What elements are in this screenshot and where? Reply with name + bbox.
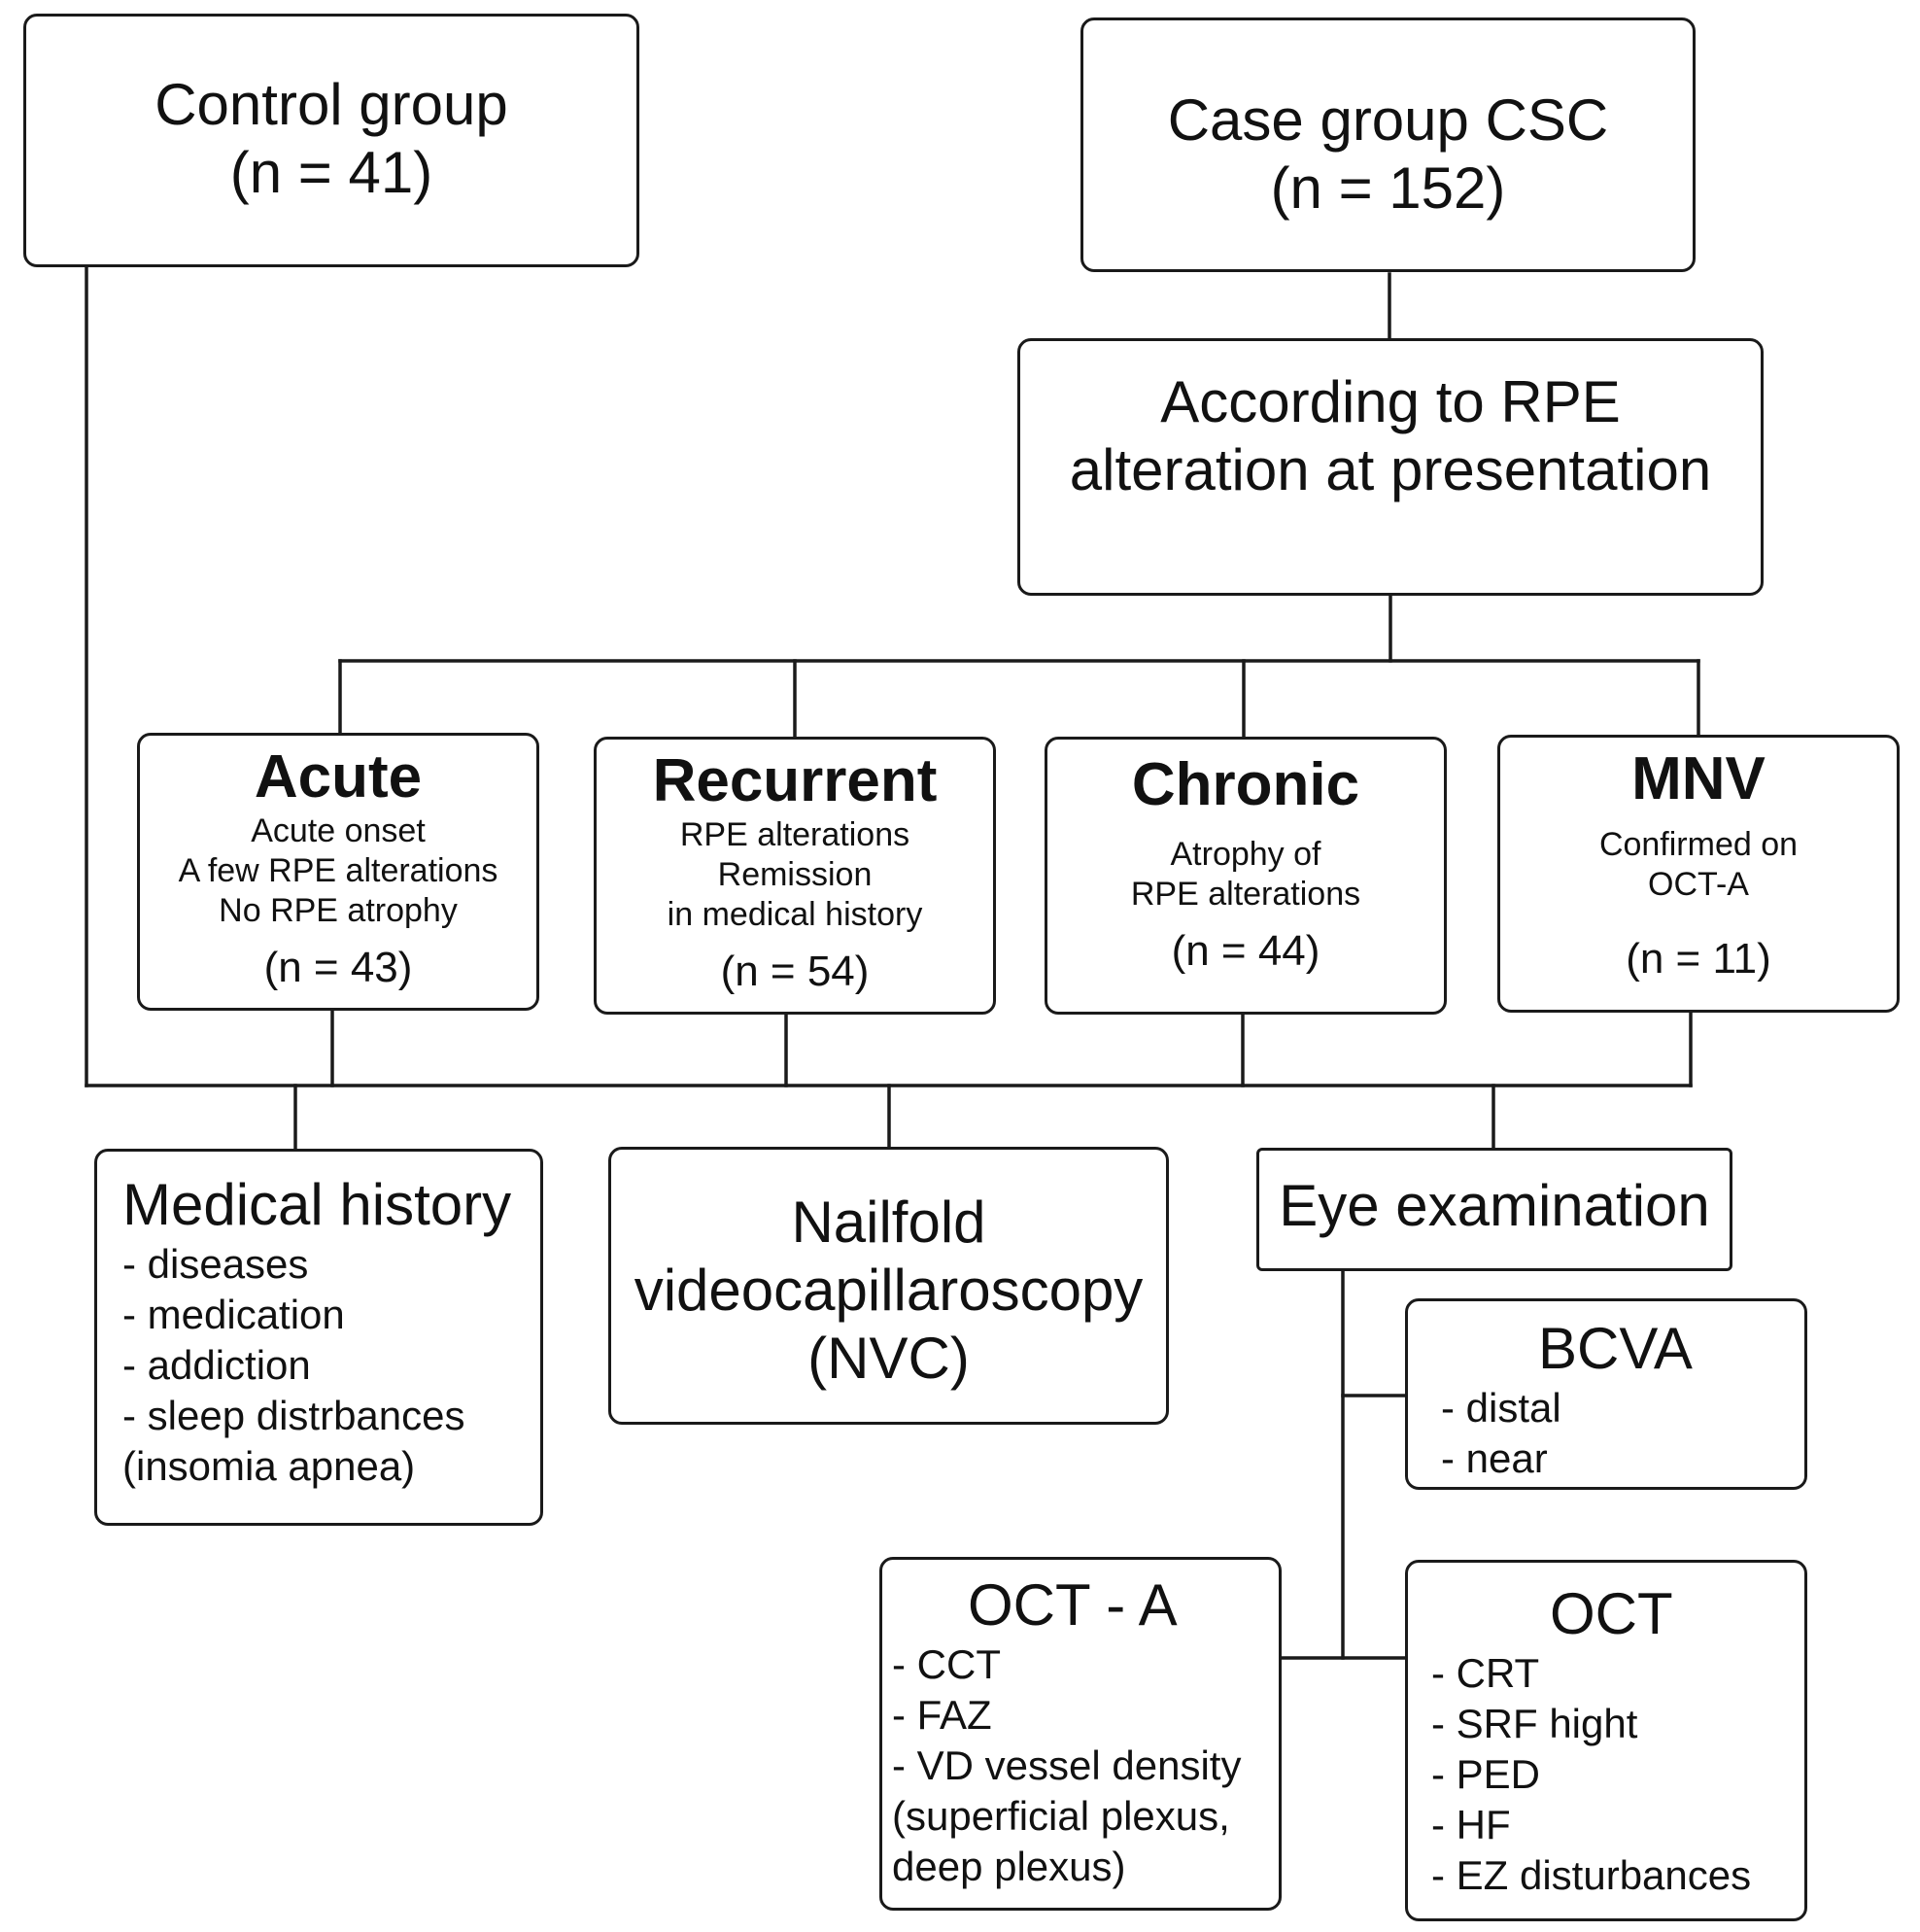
category-mnv-desc: OCT-A bbox=[1648, 866, 1749, 903]
category-recurrent-desc: in medical history bbox=[667, 896, 923, 933]
bcva-box: BCVA - distal - near bbox=[1405, 1298, 1807, 1490]
category-acute-box: Acute Acute onset A few RPE alterations … bbox=[137, 733, 539, 1011]
category-recurrent-desc: Remission bbox=[717, 856, 873, 893]
category-chronic-desc: RPE alterations bbox=[1130, 876, 1361, 913]
classification-box: According to RPE alteration at presentat… bbox=[1017, 338, 1764, 596]
nvc-line-1: Nailfold bbox=[791, 1190, 986, 1255]
oct-a-item: - VD vessel density bbox=[892, 1742, 1242, 1788]
category-mnv-desc: Confirmed on bbox=[1598, 826, 1799, 863]
oct-item: - HF bbox=[1431, 1802, 1511, 1847]
medical-history-list: - diseases - medication - addiction - sl… bbox=[122, 1239, 540, 1492]
classification-line-2: alteration at presentation bbox=[1069, 437, 1712, 502]
case-group-title: Case group CSC bbox=[1167, 87, 1609, 153]
category-chronic-desc: Atrophy of bbox=[1170, 836, 1321, 873]
oct-a-item: deep plexus) bbox=[892, 1844, 1126, 1889]
medical-history-box: Medical history - diseases - medication … bbox=[94, 1149, 543, 1526]
oct-a-title: OCT - A bbox=[968, 1572, 1178, 1638]
oct-a-item: - FAZ bbox=[892, 1692, 992, 1738]
oct-item: - CRT bbox=[1431, 1650, 1540, 1696]
classification-line-1: According to RPE bbox=[1160, 369, 1621, 434]
nvc-line-3: (NVC) bbox=[807, 1326, 970, 1391]
eye-examination-title: Eye examination bbox=[1279, 1173, 1710, 1238]
category-recurrent-desc: RPE alterations bbox=[679, 816, 910, 853]
category-chronic-count: (n = 44) bbox=[1171, 927, 1320, 975]
oct-a-item: - CCT bbox=[892, 1641, 1001, 1687]
category-acute-desc: A few RPE alterations bbox=[178, 852, 498, 889]
category-recurrent-title: Recurrent bbox=[652, 747, 938, 814]
bcva-title: BCVA bbox=[1538, 1316, 1693, 1381]
control-group-count: (n = 41) bbox=[229, 140, 433, 205]
category-acute-desc: Acute onset bbox=[251, 812, 426, 849]
category-chronic-title: Chronic bbox=[1131, 751, 1360, 818]
bcva-item: - distal bbox=[1441, 1385, 1561, 1431]
oct-title: OCT bbox=[1550, 1581, 1673, 1646]
oct-item: - PED bbox=[1431, 1751, 1541, 1797]
oct-a-item: (superficial plexus, bbox=[892, 1793, 1230, 1839]
case-group-count: (n = 152) bbox=[1270, 155, 1506, 221]
medical-history-item: (insomia apnea) bbox=[122, 1443, 416, 1489]
oct-item: - SRF hight bbox=[1431, 1701, 1638, 1746]
category-chronic-box: Chronic Atrophy of RPE alterations (n = … bbox=[1045, 737, 1447, 1015]
category-mnv-box: MNV Confirmed on OCT-A (n = 11) bbox=[1497, 735, 1900, 1013]
category-mnv-title: MNV bbox=[1631, 745, 1766, 812]
case-group-box: Case group CSC (n = 152) bbox=[1080, 17, 1696, 272]
category-mnv-count: (n = 11) bbox=[1626, 935, 1771, 983]
nvc-line-2: videocapillaroscopy bbox=[634, 1258, 1144, 1323]
oct-a-list: - CCT - FAZ - VD vessel density (superfi… bbox=[892, 1639, 1279, 1892]
bcva-list: - distal - near bbox=[1441, 1383, 1804, 1484]
oct-a-box: OCT - A - CCT - FAZ - VD vessel density … bbox=[879, 1557, 1282, 1911]
oct-list: - CRT - SRF hight - PED - HF - EZ distur… bbox=[1431, 1648, 1804, 1901]
category-recurrent-box: Recurrent RPE alterations Remission in m… bbox=[594, 737, 996, 1015]
category-recurrent-count: (n = 54) bbox=[720, 948, 870, 995]
category-acute-title: Acute bbox=[254, 743, 423, 811]
category-acute-count: (n = 43) bbox=[263, 944, 413, 991]
bcva-item: - near bbox=[1441, 1435, 1548, 1481]
medical-history-item: - medication bbox=[122, 1292, 345, 1337]
medical-history-title: Medical history bbox=[122, 1172, 512, 1237]
category-acute-desc: No RPE atrophy bbox=[219, 892, 458, 929]
nvc-box: Nailfold videocapillaroscopy (NVC) bbox=[608, 1147, 1169, 1425]
medical-history-item: - diseases bbox=[122, 1241, 309, 1287]
oct-box: OCT - CRT - SRF hight - PED - HF - EZ di… bbox=[1405, 1560, 1807, 1921]
control-group-title: Control group bbox=[154, 72, 508, 137]
medical-history-item: - addiction bbox=[122, 1342, 311, 1388]
control-group-box: Control group (n = 41) bbox=[23, 14, 639, 267]
oct-item: - EZ disturbances bbox=[1431, 1852, 1752, 1898]
medical-history-item: - sleep distrbances bbox=[122, 1393, 465, 1438]
eye-examination-box: Eye examination bbox=[1256, 1148, 1732, 1271]
